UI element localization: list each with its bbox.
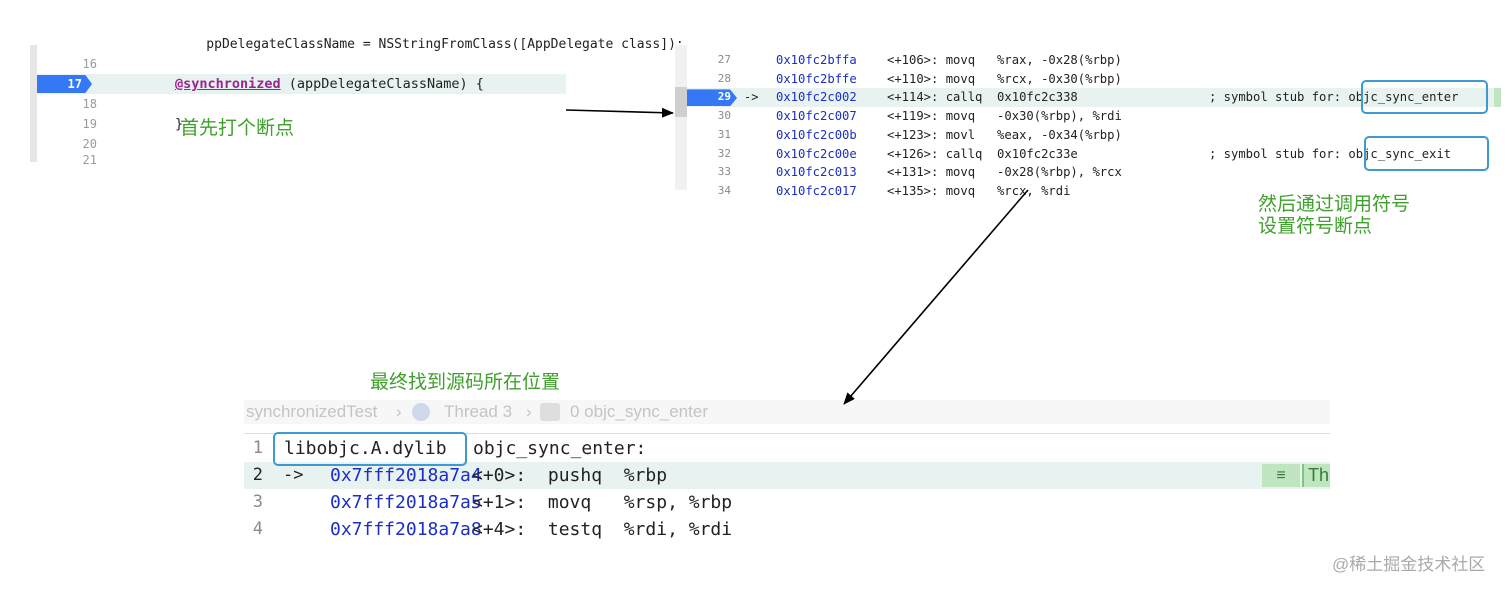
instruction: <+119>: movq -0x30(%rbp), %rdi — [887, 109, 1122, 124]
code-remainder: (appDelegateClassName) { — [280, 76, 484, 92]
line-number[interactable]: 1 — [252, 438, 263, 458]
stack-frame-icon — [540, 403, 560, 421]
instruction: <+106>: movq %rax, -0x28(%rbp) — [887, 53, 1122, 67]
address: 0x7fff2018a7a8 — [330, 519, 482, 540]
thread-indicator[interactable] — [1494, 88, 1501, 108]
line-number[interactable]: 27 — [717, 53, 731, 66]
breakpoint-marker[interactable] — [687, 89, 737, 107]
synchronized-keyword[interactable]: @synchronized — [175, 76, 281, 92]
disasm-line: 30 0x10fc2c007 <+119>: movq -0x30(%rbp),… — [687, 107, 1501, 126]
line-number[interactable]: 2 — [252, 465, 263, 485]
symbol-stub-comment: ; symbol stub for: objc_sync_exit — [1209, 146, 1452, 161]
instruction: <+110>: movq %rcx, -0x30(%rbp) — [887, 71, 1122, 86]
pc-arrow: -> — [744, 90, 759, 105]
address: 0x10fc2c002 — [776, 90, 857, 105]
breakpoint-marker[interactable] — [37, 75, 92, 93]
arrow-to-result — [843, 189, 1029, 405]
scrollbar[interactable] — [675, 45, 687, 190]
editor-line: 16 — [37, 54, 566, 74]
instruction: <+114>: callq 0x10fc2c338 — [887, 90, 1078, 105]
result-line-clipped: 4 0x7fff2018a7a8 <+4>: testq %rdi, %rdi — [244, 516, 1330, 540]
breadcrumb-thread[interactable]: Thread 3 — [444, 402, 513, 421]
address: 0x10fc2c00e — [776, 146, 857, 161]
code-text: @synchronized (appDelegateClassName) { — [175, 74, 484, 94]
breadcrumb: synchronizedTest › Thread 3 › 0 objc_syn… — [244, 400, 1330, 424]
result-line: 3 0x7fff2018a7a5 <+1>: movq %rsp, %rbp — [244, 489, 1330, 516]
line-number[interactable]: 18 — [82, 97, 97, 111]
disassembly-view: 27 0x10fc2bffa <+106>: movq %rax, -0x28(… — [675, 45, 1501, 198]
address: 0x10fc2bffe — [776, 71, 857, 86]
menu-icon[interactable]: ≡ — [1262, 464, 1300, 487]
library-name: libobjc.A.dylib — [284, 438, 447, 459]
line-number-clipped: 34 — [717, 183, 731, 197]
editor-gutter-bar — [30, 45, 37, 162]
disasm-line: 33 0x10fc2c013 <+131>: movq -0x28(%rbp),… — [687, 163, 1501, 182]
source-editor: ppDelegateClassName = NSStringFromClass(… — [30, 38, 684, 167]
annotation-step1: 首先打个断点 — [180, 118, 295, 139]
line-number-clipped: 21 — [82, 153, 97, 167]
address: 0x7fff2018a7a4 — [330, 465, 482, 486]
line-number[interactable]: 33 — [717, 165, 731, 179]
pc-arrow: -> — [283, 465, 304, 485]
divider — [244, 433, 1330, 434]
address-clipped: 0x10fc2c017 — [776, 183, 857, 198]
result-line-current: 2 -> 0x7fff2018a7a4 <+0>: pushq %rbp ≡ T… — [244, 462, 1330, 489]
breadcrumb-frame[interactable]: 0 objc_sync_enter — [570, 402, 708, 421]
instruction: <+126>: callq 0x10fc2c33e — [887, 146, 1078, 161]
editor-line: 19 } — [37, 114, 566, 134]
address: 0x10fc2c00b — [776, 127, 857, 142]
instruction: <+0>: pushq %rbp — [472, 465, 668, 486]
watermark: @稀土掘金技术社区 — [1332, 555, 1486, 574]
disasm-line: 32 0x10fc2c00e <+126>: callq 0x10fc2c33e… — [687, 145, 1501, 164]
annotation-step3: 最终找到源码所在位置 — [370, 372, 561, 393]
disasm-line: 31 0x10fc2c00b <+123>: movl %eax, -0x34(… — [687, 126, 1501, 145]
instruction: <+131>: movq -0x28(%rbp), %rcx — [887, 165, 1122, 180]
highlight-box-sync-exit — [1364, 136, 1489, 171]
scrollbar-thumb[interactable] — [675, 87, 687, 117]
address: 0x10fc2c007 — [776, 109, 857, 124]
chevron-right-icon: › — [396, 402, 402, 421]
breakpoint-line-number: 17 — [67, 77, 82, 91]
chevron-right-icon: › — [526, 402, 532, 421]
line-number[interactable]: 31 — [717, 127, 731, 141]
disasm-line: 27 0x10fc2bffa <+106>: movq %rax, -0x28(… — [687, 51, 1501, 70]
disasm-line-clipped: 34 0x10fc2c017 <+135>: movq %rcx, %rdi — [687, 182, 1501, 198]
highlight-box-sync-enter — [1361, 80, 1488, 114]
instruction: <+4>: testq %rdi, %rdi — [472, 519, 733, 540]
arrow-to-disassembly — [565, 107, 674, 118]
line-number[interactable]: 32 — [717, 146, 731, 160]
disasm-line-current: 29 -> 0x10fc2c002 <+114>: callq 0x10fc2c… — [687, 88, 1501, 108]
editor-line-current: 17 @synchronized (appDelegateClassName) … — [37, 74, 566, 94]
instruction: <+123>: movl %eax, -0x34(%rbp) — [887, 127, 1122, 142]
editor-line: 20 — [37, 134, 566, 154]
address: 0x10fc2bffa — [776, 53, 857, 67]
address: 0x10fc2c013 — [776, 165, 857, 180]
disasm-line: 28 0x10fc2bffe <+110>: movq %rcx, -0x30(… — [687, 70, 1501, 89]
instruction: <+1>: movq %rsp, %rbp — [472, 492, 733, 513]
line-number[interactable]: 30 — [717, 109, 731, 123]
line-number[interactable]: 20 — [82, 137, 97, 151]
line-number: 4 — [252, 519, 263, 539]
breadcrumb-project[interactable]: synchronizedTest — [246, 402, 378, 421]
address: 0x7fff2018a7a5 — [330, 492, 482, 513]
line-number[interactable]: 3 — [252, 492, 263, 512]
symbol-name: objc_sync_enter: — [473, 438, 647, 459]
result-disassembly-view: synchronizedTest › Thread 3 › 0 objc_syn… — [244, 400, 1330, 540]
thread-icon — [412, 403, 430, 421]
thread-badge[interactable]: Th — [1302, 464, 1330, 487]
code-text: } — [175, 116, 184, 132]
line-number[interactable]: 19 — [82, 117, 97, 131]
line-number[interactable]: 28 — [717, 71, 731, 85]
breakpoint-line-number: 29 — [717, 90, 731, 104]
instruction-clipped: <+135>: movq %rcx, %rdi — [887, 183, 1071, 198]
result-line: 1 libobjc.A.dylib objc_sync_enter: — [244, 435, 1330, 462]
editor-line: 18 — [37, 94, 566, 114]
highlight-box-library — [273, 432, 467, 466]
annotation-step2: 然后通过调用符号 设置符号断点 — [1258, 194, 1411, 237]
line-number[interactable]: 16 — [82, 57, 97, 71]
symbol-stub-comment: ; symbol stub for: objc_sync_enter — [1209, 90, 1459, 105]
editor-line-clipped: 21 — [37, 153, 566, 174]
